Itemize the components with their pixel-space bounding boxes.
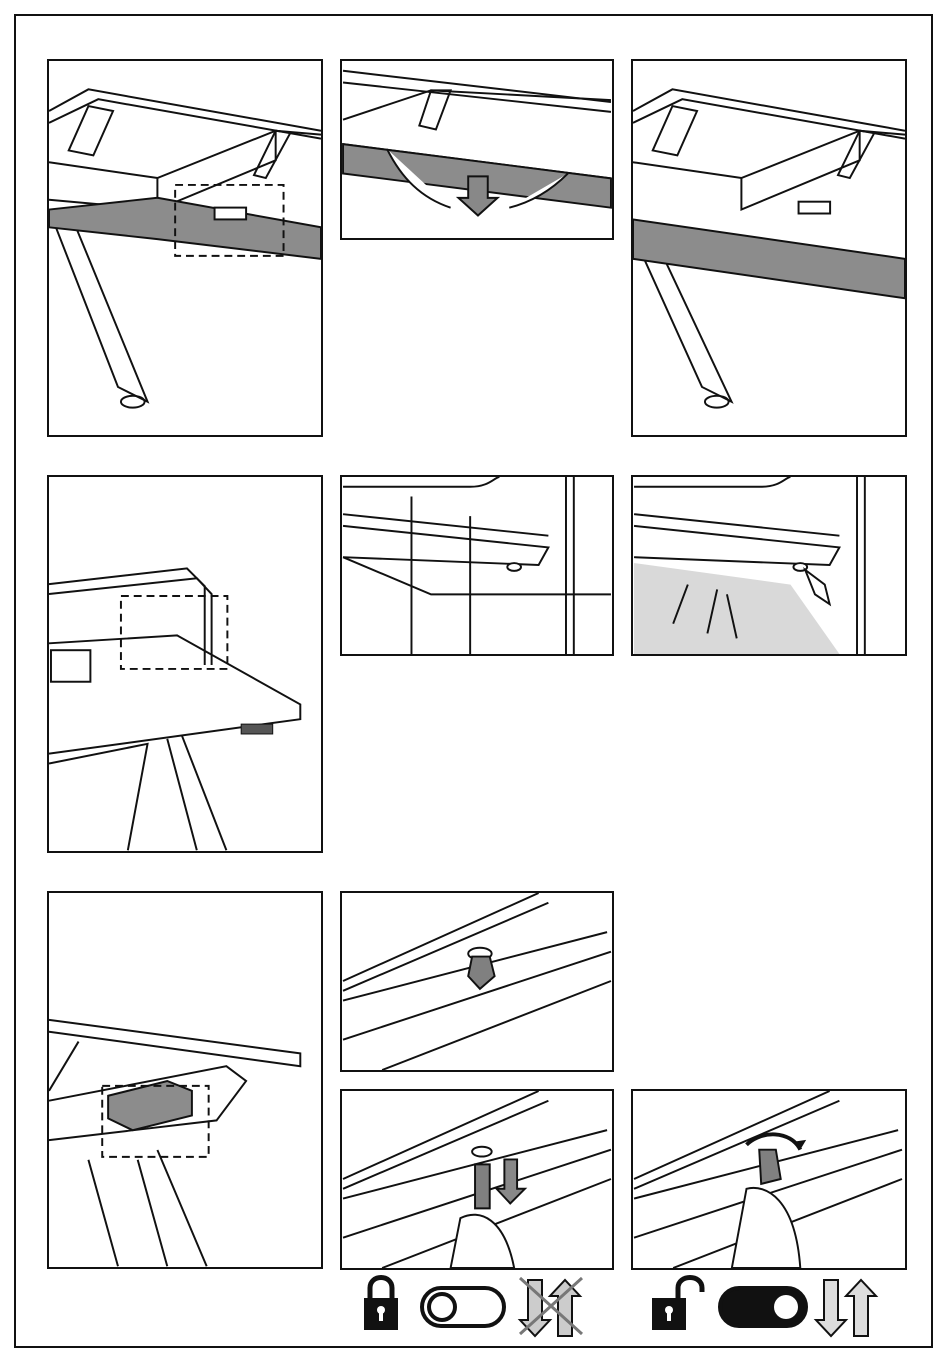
panel-c1 [47, 891, 323, 1269]
panel-a1 [47, 59, 323, 437]
legend-locked [360, 1270, 590, 1340]
legend-unlocked [650, 1270, 886, 1340]
desk-panel-lowered-illustration [633, 61, 905, 435]
panel-c4 [631, 1089, 907, 1270]
panel-b1 [47, 475, 323, 853]
key-in-lock-illustration [342, 893, 612, 1070]
panel-b2 [340, 475, 614, 656]
desk-underside-close-up-illustration [342, 477, 612, 654]
turn-key-illustration [633, 1091, 905, 1268]
desk-cable-tray-illustration [49, 477, 321, 851]
panel-b3 [631, 475, 907, 656]
up-down-arrows-crossed-icon [520, 1278, 582, 1336]
insert-key-down-illustration [342, 1091, 612, 1268]
toggle-on-icon [720, 1288, 806, 1326]
padlock-closed-icon [364, 1278, 398, 1331]
desk-lock-box-illustration [49, 893, 321, 1267]
padlock-open-icon [652, 1278, 702, 1331]
up-down-arrows-icon [816, 1280, 876, 1336]
panel-c2 [340, 891, 614, 1072]
hands-pull-panel-down-illustration [342, 61, 612, 238]
toggle-off-icon [422, 1288, 504, 1326]
panel-c3 [340, 1089, 614, 1270]
panel-a3 [631, 59, 907, 437]
desk-with-modesty-panel-illustration [49, 61, 321, 435]
light-beam-unlock-illustration [633, 477, 905, 654]
panel-a2 [340, 59, 614, 240]
